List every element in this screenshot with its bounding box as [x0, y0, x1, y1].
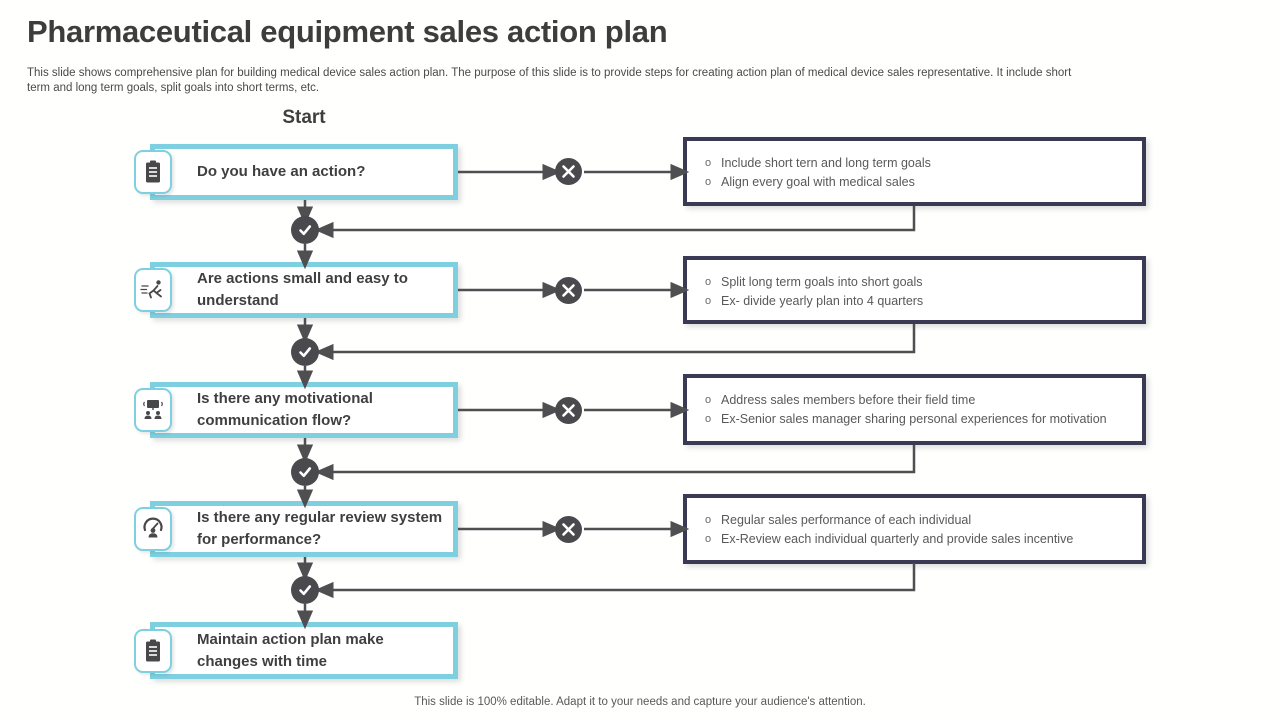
note-item: o Split long term goals into short goals: [705, 273, 1128, 291]
bullet-marker: o: [705, 413, 712, 425]
runner-icon: [134, 268, 172, 312]
x-circle-icon: [555, 158, 582, 185]
check-circle-icon: [291, 576, 319, 604]
question-label: Are actions small and easy to understand: [197, 270, 408, 309]
bullet-marker: o: [705, 295, 712, 307]
note-item: o Align every goal with medical sales: [705, 173, 1128, 191]
bullet-marker: o: [705, 157, 712, 169]
question-label: Maintain action plan make changes with t…: [197, 630, 384, 670]
bullet-marker: o: [705, 176, 712, 188]
note-text: Regular sales performance of each indivi…: [721, 513, 972, 527]
note-item: o Include short tern and long term goals: [705, 154, 1128, 172]
editable-note: This slide is 100% editable. Adapt it to…: [414, 696, 866, 708]
bullet-marker: o: [705, 533, 712, 545]
performance-gauge-icon: [143, 517, 163, 538]
answer-box-3: o Address sales members before their fie…: [683, 374, 1146, 445]
note-item: o Ex-Senior sales manager sharing person…: [705, 410, 1128, 428]
note-text: Ex-Senior sales manager sharing personal…: [721, 412, 1107, 426]
clipboard-icon: [134, 629, 172, 673]
x-circle-icon: [555, 396, 582, 424]
start-label: Start: [282, 107, 326, 128]
clipboard-icon: [146, 639, 160, 662]
note-item: o Ex- divide yearly plan into 4 quarters: [705, 292, 1128, 310]
note-text: Include short tern and long term goals: [721, 156, 931, 170]
communication-icon: [134, 388, 172, 432]
question-box-1: Do you have an action?: [150, 144, 458, 200]
note-item: o Regular sales performance of each indi…: [705, 511, 1128, 529]
x-circle-icon: [555, 515, 582, 543]
check-circle-icon: [291, 338, 319, 366]
question-label: Do you have an action?: [197, 163, 366, 181]
note-text: Address sales members before their field…: [721, 393, 976, 407]
question-box-2: Are actions small and easy to understand: [150, 262, 458, 318]
question-label: Is there any motivational communication …: [197, 390, 373, 429]
runner-icon: [140, 280, 162, 299]
answer-box-2: o Split long term goals into short goals…: [683, 256, 1146, 324]
bullet-marker: o: [705, 276, 712, 288]
note-text: Split long term goals into short goals: [721, 275, 923, 289]
performance-gauge-icon: [134, 507, 172, 551]
note-text: Align every goal with medical sales: [721, 175, 915, 189]
page-title: Pharmaceutical equipment sales action pl…: [27, 14, 668, 49]
clipboard-icon: [134, 150, 172, 194]
bullet-marker: o: [705, 394, 712, 406]
bullet-marker: o: [705, 514, 712, 526]
check-circle-icon: [291, 216, 319, 244]
answer-box-4: o Regular sales performance of each indi…: [683, 494, 1146, 564]
x-circle-icon: [555, 276, 582, 304]
answer-box-1: o Include short tern and long term goals…: [683, 137, 1146, 206]
communication-icon: [143, 400, 163, 419]
note-item: o Ex-Review each individual quarterly an…: [705, 530, 1128, 548]
note-item: o Address sales members before their fie…: [705, 391, 1128, 409]
note-text: Ex- divide yearly plan into 4 quarters: [721, 294, 924, 308]
clipboard-icon: [146, 160, 160, 183]
check-circle-icon: [291, 458, 319, 486]
question-box-3: Is there any motivational communication …: [150, 382, 458, 438]
question-label: Is there any regular review system for p…: [197, 509, 443, 548]
note-text: Ex-Review each individual quarterly and …: [721, 532, 1074, 546]
slide-description: This slide shows comprehensive plan for …: [27, 67, 1072, 95]
